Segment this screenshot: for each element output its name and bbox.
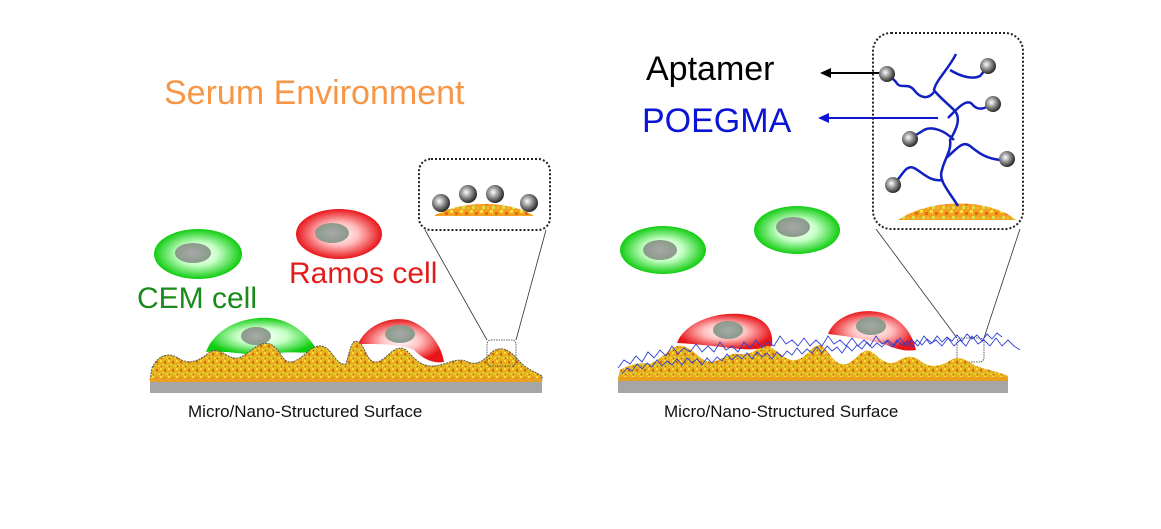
aptamer-bead [980,58,996,74]
zoom-source-box [956,337,985,363]
aptamer-label: Aptamer [646,50,775,88]
aptamer-bead [486,185,504,203]
aptamer-bead [879,66,895,82]
cem-cell-adherent [206,317,318,356]
aptamer-bead [885,177,901,193]
cem-cell-label: CEM cell [137,282,257,315]
aptamer-bead [459,185,477,203]
ramos-cell-adherent [358,319,444,363]
zoom-line [875,228,958,339]
poegma-arrow [818,113,938,123]
aptamer-bead [999,151,1015,167]
gold-layer [618,377,1008,381]
nanoparticle [898,203,1016,220]
ramos-cell-floating [296,209,382,259]
serum-environment-title: Serum Environment [164,74,465,112]
aptamer-arrow [820,68,882,78]
aptamer-bead [985,96,1001,112]
nucleus [776,217,810,237]
zoom-inset-right [872,32,1024,363]
nanostructure-layer [149,340,543,381]
nucleus [856,317,886,335]
cem-cell-floating [754,206,840,254]
zoom-source-box [486,339,517,367]
zoom-inset-left [418,158,551,367]
poegma-brush [887,53,1001,207]
aptamer-bead [520,194,538,212]
left-panel: Serum Environment Ramos cell CEM cell Mi… [137,74,551,421]
zoom-line [515,229,547,341]
cem-cell-floating [620,226,706,274]
aptamer-bead [902,131,918,147]
substrate [618,381,1008,393]
ramos-cell-adherent [677,313,773,350]
poegma-label: POEGMA [642,102,792,140]
nucleus [241,327,271,345]
aptamer-bead [432,194,450,212]
gold-layer [150,378,542,382]
nucleus [643,240,677,260]
right-panel: Aptamer POEGMA [617,32,1024,421]
nucleus [315,223,349,243]
surface-caption-right: Micro/Nano-Structured Surface [664,402,898,421]
nucleus [385,325,415,343]
nucleus [175,243,211,263]
zoom-line [983,228,1021,339]
zoom-line [424,229,488,341]
surface-caption-left: Micro/Nano-Structured Surface [188,402,422,421]
nucleus [713,321,743,339]
cem-cell-floating [154,229,242,279]
nanoparticle [434,204,534,216]
ramos-cell-adherent [828,311,916,351]
substrate [150,382,542,393]
ramos-cell-label: Ramos cell [289,257,437,290]
poegma-brush-surface [617,332,1021,375]
nanostructure-layer [618,345,1008,378]
